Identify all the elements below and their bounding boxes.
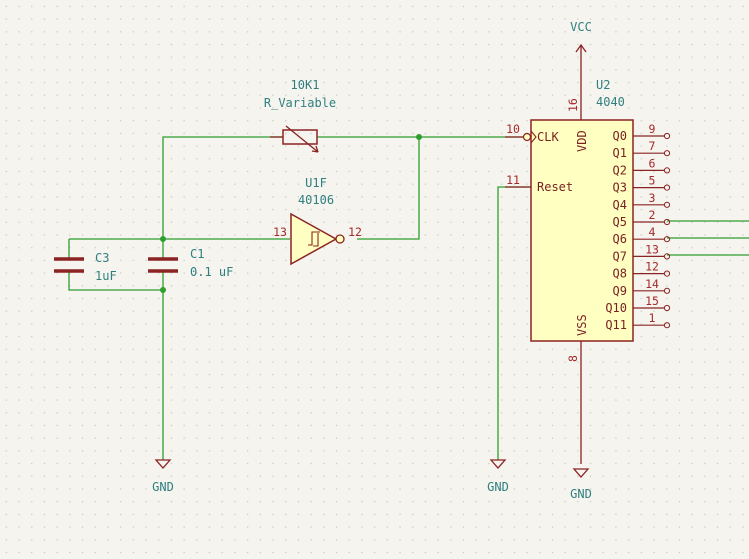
resistor-value: R_Variable (264, 96, 336, 110)
ground-icon (489, 459, 507, 469)
c3-value: 1uF (95, 269, 117, 283)
vcc-label: VCC (570, 20, 592, 34)
junction-dot (160, 287, 166, 293)
output-pin-endpoint[interactable] (663, 184, 671, 191)
clk-label: CLK (537, 130, 559, 144)
output-pin-name: Q4 (613, 198, 627, 212)
output-pin-number: 1 (649, 311, 656, 325)
output-pin-endpoint[interactable] (663, 236, 671, 243)
capacitor-c3[interactable]: C3 1uF (54, 251, 117, 283)
output-pin-name: Q7 (613, 249, 627, 263)
output-pin-name: Q11 (605, 318, 627, 332)
output-pin-endpoint[interactable] (663, 304, 671, 312)
output-pin-number: 15 (645, 294, 659, 308)
output-pin-name: Q9 (613, 284, 627, 298)
clk-wedge-icon (530, 130, 537, 144)
output-pin-number: 13 (645, 242, 659, 256)
gnd-left-label: GND (152, 480, 174, 494)
output-pin-name: Q5 (613, 215, 627, 229)
wire-feedback-to-inverter-out (357, 137, 420, 240)
inverter-pin-in: 13 (273, 225, 287, 239)
output-pin-number: 5 (649, 174, 656, 188)
ic-body (530, 119, 634, 342)
output-pin-endpoint[interactable] (663, 201, 671, 208)
output-pin-name: Q3 (613, 181, 627, 195)
gnd-symbol-mid[interactable]: GND (487, 459, 509, 494)
output-pin-endpoint[interactable] (663, 132, 671, 140)
output-pin-endpoint[interactable] (663, 150, 671, 157)
inverter-body (290, 212, 338, 266)
resistor-body (282, 129, 318, 145)
output-pin-name: Q6 (613, 232, 627, 246)
output-pin-number: 7 (649, 139, 656, 153)
vcc-symbol[interactable]: VCC (570, 20, 592, 58)
output-pin-number: 6 (649, 156, 656, 170)
gnd-mid-label: GND (487, 480, 509, 494)
output-pin-number: 4 (649, 225, 656, 239)
resistor-arrow-head (315, 145, 319, 153)
output-pin-name: Q0 (613, 129, 627, 143)
vss-label: VSS (575, 314, 589, 336)
c1-ref: C1 (190, 247, 204, 261)
output-pin-endpoint[interactable] (663, 270, 671, 277)
c1-value: 0.1 uF (190, 265, 233, 279)
resistor-arrow (285, 125, 319, 153)
output-pin-name: Q1 (613, 146, 627, 160)
inverter-ref: U1F (305, 176, 327, 190)
hysteresis-icon (308, 231, 320, 247)
resistor-arrow-head (311, 150, 319, 153)
gnd-symbol-left[interactable]: GND (152, 459, 174, 494)
output-pin-endpoint[interactable] (663, 287, 671, 294)
wire-c3-bottom (68, 272, 163, 291)
capacitor-c1[interactable]: C1 0.1 uF (148, 247, 233, 279)
junction-dot (416, 134, 422, 140)
junctions (160, 134, 422, 293)
wire-left-vertical-top (162, 136, 283, 239)
ic-ref: U2 (596, 78, 610, 92)
clk-bubble (522, 132, 532, 142)
output-pin-endpoint[interactable] (663, 218, 671, 226)
output-pin-number: 3 (649, 191, 656, 205)
output-pin-endpoint[interactable] (663, 253, 671, 260)
reset-label: Reset (537, 180, 573, 194)
output-pin-endpoint[interactable] (663, 322, 671, 329)
output-pin-name: Q10 (605, 301, 627, 315)
c3-ref: C3 (95, 251, 109, 265)
output-pin-number: 14 (645, 277, 659, 291)
output-pin-name: Q8 (613, 267, 627, 281)
gnd-right-label: GND (570, 487, 592, 501)
vss-pin-number: 8 (566, 355, 580, 362)
clk-pin-number: 10 (506, 122, 520, 136)
reset-pin-number: 11 (506, 173, 520, 187)
vdd-pin-number: 16 (566, 98, 580, 112)
variable-resistor[interactable]: 10K1 R_Variable (264, 78, 336, 153)
ic-value: 4040 (596, 95, 625, 109)
output-pin-number: 2 (649, 208, 656, 222)
gnd-symbol-right[interactable]: GND (570, 468, 592, 501)
vdd-label: VDD (575, 130, 589, 152)
schmitt-inverter[interactable]: U1F 40106 13 12 (273, 176, 362, 266)
inverter-value: 40106 (298, 193, 334, 207)
inverter-bubble (335, 234, 345, 244)
output-pin-number: 9 (649, 122, 656, 136)
output-pin-endpoint[interactable] (663, 167, 671, 174)
ground-icon (572, 468, 590, 478)
inverter-pin-out: 12 (348, 225, 362, 239)
ground-icon (154, 459, 172, 469)
resistor-ref: 10K1 (291, 78, 320, 92)
junction-dot (160, 236, 166, 242)
output-pin-name: Q2 (613, 163, 627, 177)
output-pin-number: 12 (645, 260, 659, 274)
